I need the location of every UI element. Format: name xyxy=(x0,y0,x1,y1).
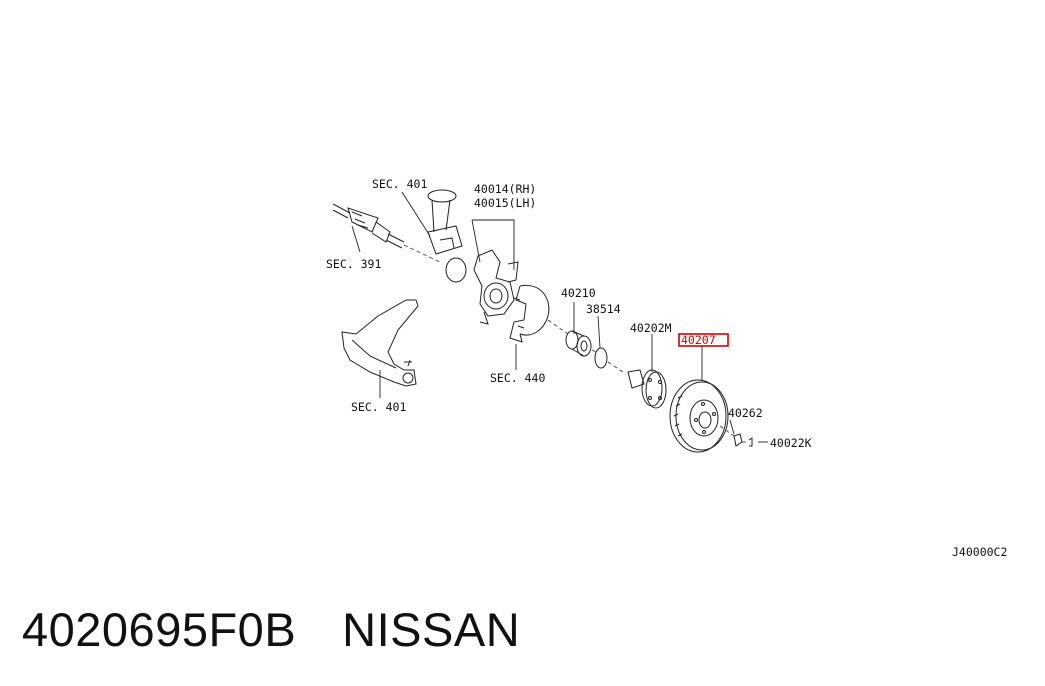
label-bolt[interactable]: 40022K xyxy=(770,436,812,450)
steering-knuckle-drawing xyxy=(473,249,519,325)
leader-lines xyxy=(351,191,768,443)
label-sec-401-bottom[interactable]: SEC. 401 xyxy=(351,400,406,414)
snap-ring-drawing xyxy=(594,347,608,369)
drive-shaft-drawing xyxy=(332,203,441,263)
label-snap-ring[interactable]: 38514 xyxy=(586,302,621,316)
label-sec-391[interactable]: SEC. 391 xyxy=(326,257,381,271)
label-bearing[interactable]: 40210 xyxy=(561,286,596,300)
dust-shield-drawing xyxy=(509,284,550,343)
label-hub[interactable]: 40202M xyxy=(630,321,672,335)
label-knuckle-lh[interactable]: 40015(LH) xyxy=(474,196,536,210)
wheel-bearing-drawing xyxy=(565,330,592,357)
highlight-box xyxy=(678,333,729,347)
label-nut[interactable]: 40262 xyxy=(728,406,763,420)
strut-mount-drawing xyxy=(427,189,467,283)
label-rotor[interactable]: 40207 xyxy=(681,333,716,347)
diagram-code: J40000C2 xyxy=(952,545,1007,559)
wheel-hub-drawing xyxy=(627,369,667,409)
label-sec-401-top[interactable]: SEC. 401 xyxy=(372,177,427,191)
part-caption: 4020695F0B NISSAN xyxy=(22,600,566,660)
brake-rotor-drawing xyxy=(669,379,729,453)
lower-control-arm-drawing xyxy=(341,299,419,387)
alignment-lines xyxy=(547,319,748,443)
label-knuckle-rh[interactable]: 40014(RH) xyxy=(474,182,536,196)
nut-bolt-drawing xyxy=(733,433,753,447)
brand-name: NISSAN xyxy=(342,603,521,656)
label-sec-440[interactable]: SEC. 440 xyxy=(490,371,545,385)
part-number: 4020695F0B xyxy=(22,603,297,656)
